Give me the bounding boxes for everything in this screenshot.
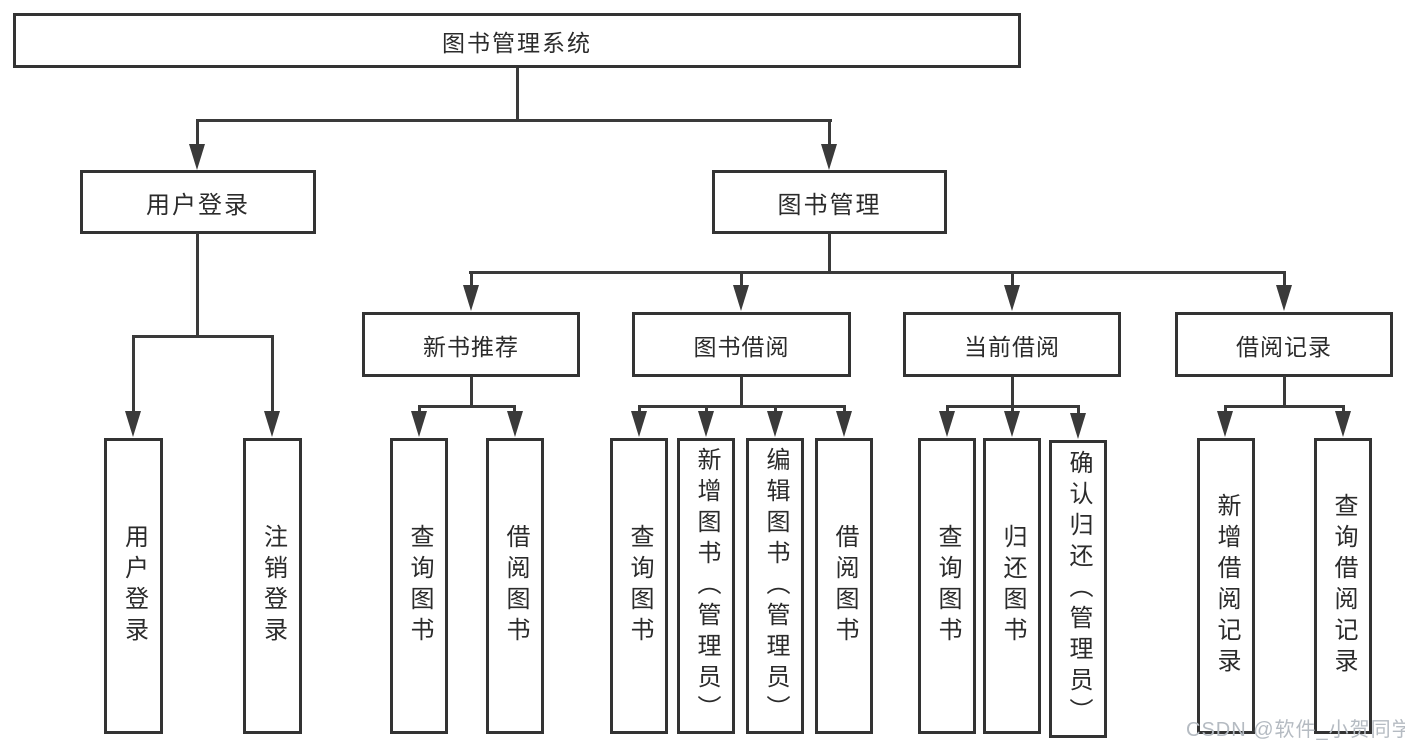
arrow-down-icon [125,411,141,437]
node-book-management: 图书管理 [712,170,947,234]
connector-line [828,119,831,149]
leaf-user-login-label: 用户登录 [120,524,148,648]
arrow-down-icon [698,411,714,437]
connector-line [1283,376,1286,408]
connector-line [705,405,708,415]
connector-line [638,405,846,408]
leaf-current-return-books: 归还图书 [983,438,1041,734]
leaf-logout: 注销登录 [243,438,302,734]
node-user-login-label: 用户登录 [146,191,250,219]
leaf-logout-label: 注销登录 [259,524,287,648]
arrow-down-icon [821,144,837,170]
node-current-borrow-label: 当前借阅 [964,333,1060,360]
leaf-records-query-record-label: 查询借阅记录 [1330,493,1357,679]
leaf-user-login: 用户登录 [104,438,163,734]
arrow-down-icon [1004,285,1020,311]
arrow-down-icon [411,411,427,437]
leaf-borrow-query-books-label: 查询图书 [626,524,653,648]
watermark: CSDN @软件_小贺同学 [1186,719,1405,741]
connector-line [1342,405,1345,415]
node-user-login: 用户登录 [80,170,316,234]
connector-line [1224,405,1345,408]
leaf-current-query-books-label: 查询图书 [934,524,961,648]
node-new-book-recommend-label: 新书推荐 [423,333,519,360]
leaf-borrow-edit-books-admin: 编辑图书（管理员） [746,438,804,734]
leaf-borrow-add-books-admin-label: 新增图书（管理员） [693,446,720,726]
connector-line [513,405,516,415]
connector-line [1077,405,1080,415]
node-borrow-records: 借阅记录 [1175,312,1393,377]
node-root-label: 图书管理系统 [442,29,592,56]
leaf-borrow-add-books-admin: 新增图书（管理员） [677,438,735,734]
leaf-current-confirm-return-admin: 确认归还（管理员） [1049,440,1107,738]
connector-line [470,271,473,289]
connector-line [132,335,135,413]
connector-line [196,119,199,149]
arrow-down-icon [1070,413,1086,439]
leaf-records-query-record: 查询借阅记录 [1314,438,1372,734]
connector-line [470,376,473,408]
leaf-borrow-edit-books-admin-label: 编辑图书（管理员） [762,446,789,726]
arrow-down-icon [1335,411,1351,437]
connector-line [843,405,846,415]
arrow-down-icon [767,411,783,437]
leaf-borrow-borrow-books: 借阅图书 [815,438,873,734]
node-new-book-recommend: 新书推荐 [362,312,580,377]
connector-line [1011,271,1014,289]
arrow-down-icon [733,285,749,311]
connector-line [418,405,421,415]
leaf-newbook-query-books-label: 查询图书 [406,524,433,648]
connector-line [271,335,274,413]
connector-line [1011,376,1014,408]
leaf-records-add-record: 新增借阅记录 [1197,438,1255,734]
connector-line [418,405,516,408]
connector-line [1283,271,1286,289]
node-book-borrow-label: 图书借阅 [693,333,790,360]
arrow-down-icon [939,411,955,437]
connector-line [740,271,743,289]
arrow-down-icon [836,411,852,437]
connector-line [740,376,743,408]
leaf-newbook-borrow-books: 借阅图书 [486,438,544,734]
node-borrow-records-label: 借阅记录 [1236,333,1332,360]
leaf-records-add-record-label: 新增借阅记录 [1213,493,1240,679]
connector-line [946,405,949,415]
connector-line [196,119,832,122]
leaf-current-return-books-label: 归还图书 [999,524,1026,648]
leaf-newbook-query-books: 查询图书 [390,438,448,734]
node-root: 图书管理系统 [13,13,1021,68]
arrow-down-icon [189,144,205,170]
connector-line [638,405,641,415]
connector-line [132,335,274,338]
leaf-borrow-query-books: 查询图书 [610,438,668,734]
leaf-current-query-books: 查询图书 [918,438,976,734]
arrow-down-icon [1004,411,1020,437]
node-current-borrow: 当前借阅 [903,312,1121,377]
arrow-down-icon [463,285,479,311]
connector-line [774,405,777,415]
arrow-down-icon [507,411,523,437]
connector-line [1224,405,1227,415]
arrow-down-icon [264,411,280,437]
node-book-management-label: 图书管理 [777,191,882,219]
leaf-current-confirm-return-admin-label: 确认归还（管理员） [1065,449,1092,729]
leaf-borrow-borrow-books-label: 借阅图书 [831,524,858,648]
arrow-down-icon [1276,285,1292,311]
connector-line [1011,405,1014,415]
connector-line [828,233,831,274]
leaf-newbook-borrow-books-label: 借阅图书 [502,524,529,648]
connector-line [516,68,519,122]
connector-line [469,271,1285,274]
arrow-down-icon [1217,411,1233,437]
connector-line [196,233,199,337]
arrow-down-icon [631,411,647,437]
node-book-borrow: 图书借阅 [632,312,851,377]
